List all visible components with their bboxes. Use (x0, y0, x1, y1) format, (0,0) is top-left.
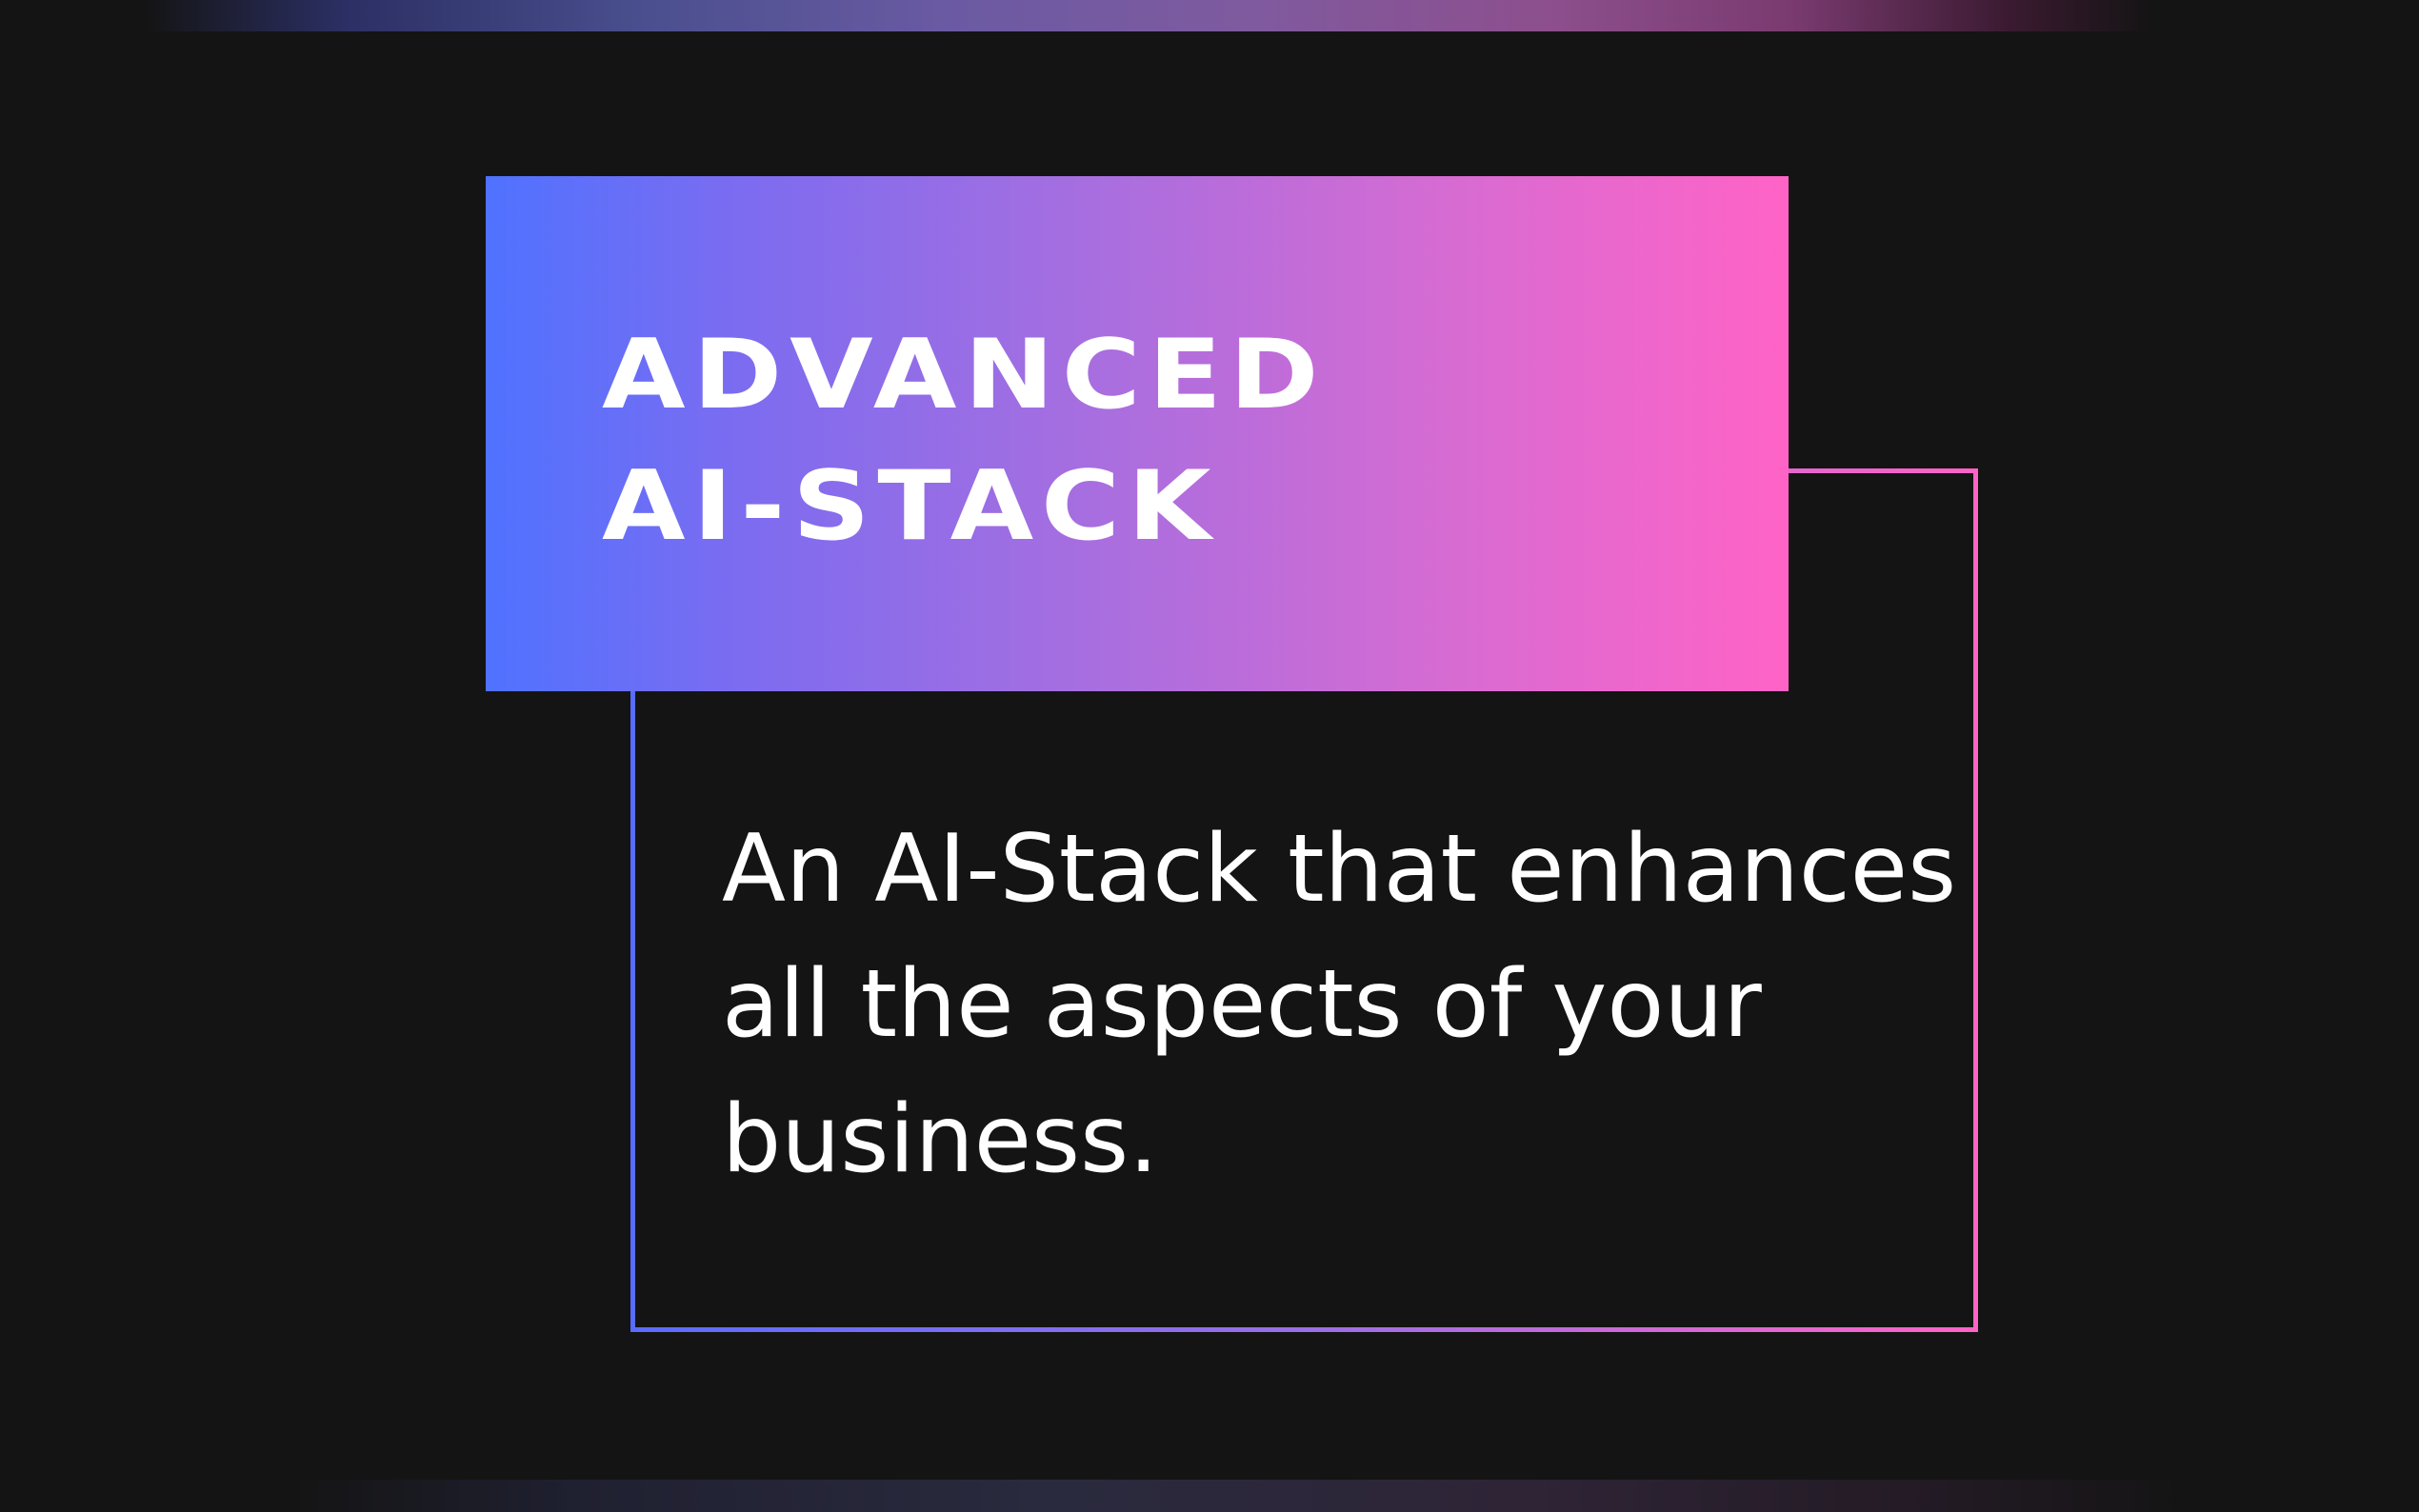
heading-line-1: ADVANCED (602, 318, 1327, 430)
title-card: ADVANCED AI-STACK (486, 176, 1789, 691)
description-text: An AI-Stack that enhances all the aspect… (722, 815, 1957, 1194)
heading-line-2: AI-STACK (602, 449, 1219, 562)
bottom-gradient-strip (286, 1480, 2190, 1512)
top-gradient-strip (143, 0, 2152, 31)
